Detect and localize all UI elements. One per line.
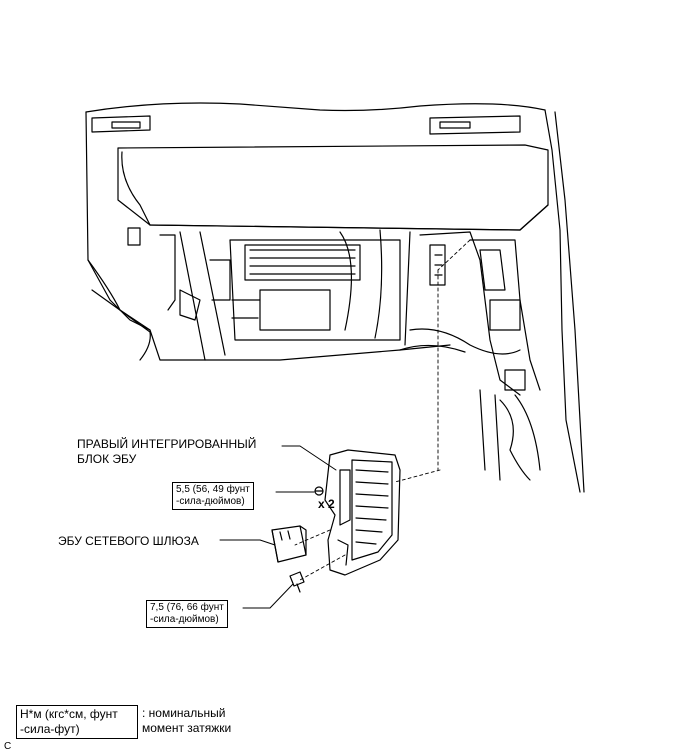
legend-text-line2: момент затяжки: [142, 721, 232, 735]
leader-lines: [219, 445, 337, 609]
bolt-lower: [289, 571, 305, 593]
legend-unit-line1: Н*м (кгс*см, фунт: [20, 707, 118, 721]
bolt-upper: [314, 486, 324, 496]
right-integrated-ecu: [324, 449, 401, 576]
gateway-ecu: [271, 525, 307, 563]
torque-box-upper: 5,5 (56, 49 фунт -сила-дюймов): [172, 482, 254, 510]
legend-unit-box: Н*м (кгс*см, фунт -сила-фут): [16, 705, 138, 739]
corner-mark: C: [4, 741, 12, 752]
torque-box-lower: 7,5 (76, 66 фунт -сила-дюймов): [146, 600, 228, 628]
right-side-bracket: [399, 231, 541, 481]
torque-upper-line1: 5,5 (56, 49 фунт: [176, 484, 250, 495]
alignment-lines: [294, 239, 471, 581]
lower-left-trim: [87, 259, 151, 361]
glove-box-lid: [117, 144, 549, 231]
right-ecu-label-line2: БЛОК ЭБУ: [77, 452, 137, 466]
gateway-ecu-label: ЭБУ СЕТЕВОГО ШЛЮЗА: [58, 534, 199, 548]
glove-box-cavity: [127, 227, 411, 361]
torque-upper-line2: -сила-дюймов): [176, 496, 245, 507]
torque-lower-line1: 7,5 (76, 66 фунт: [150, 602, 224, 613]
right-ecu-label-line1: ПРАВЫЙ ИНТЕГРИРОВАННЫЙ: [77, 437, 257, 451]
torque-lower-line2: -сила-дюймов): [150, 614, 219, 625]
instrument-panel: [85, 102, 585, 493]
quantity-label: x 2: [318, 497, 335, 511]
legend-unit-line2: -сила-фут): [20, 722, 80, 736]
legend-description: : номинальный момент затяжки: [142, 706, 231, 736]
legend-text-line1: : номинальный: [142, 706, 226, 720]
